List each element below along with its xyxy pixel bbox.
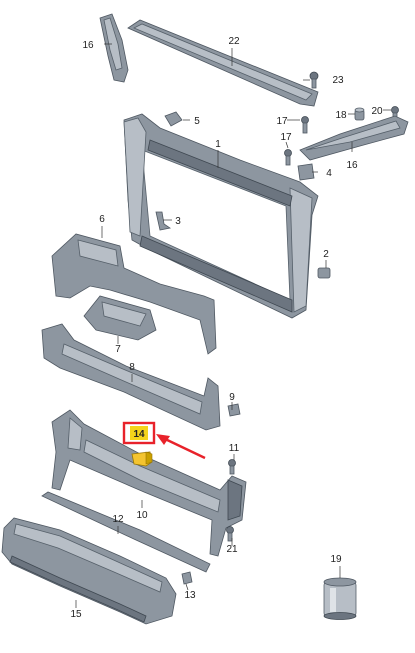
- callout-15: 15: [70, 609, 82, 620]
- highlight-label-chip: [130, 426, 148, 440]
- part-17-bolt-upper: [301, 116, 309, 134]
- callout-16-left: 16: [82, 40, 94, 51]
- part-4-bracket: [297, 163, 315, 181]
- callout-labels: 16 22 23 5 17 18 20 1 17 16 4 3 6 2 7 8 …: [70, 36, 383, 620]
- callout-18: 18: [335, 110, 347, 121]
- part-22-top-cross-member: [127, 19, 319, 107]
- highlight-part-14: 14: [122, 421, 206, 460]
- part-14-bracket: [131, 451, 153, 467]
- callout-23: 23: [332, 75, 344, 86]
- part-16-left-bracket: [99, 13, 129, 83]
- part-12-strip: [41, 491, 211, 573]
- callout-10: 10: [136, 510, 148, 521]
- highlight-arrowhead: [156, 434, 170, 445]
- part-19-can: [323, 577, 357, 620]
- part-15-absorber: [1, 517, 177, 625]
- part-18-bushing: [354, 107, 365, 121]
- callout-17-upper: 17: [276, 116, 288, 127]
- callout-14: 14: [133, 429, 145, 440]
- part-3-clip: [155, 211, 172, 231]
- callout-3: 3: [175, 216, 181, 227]
- part-10-lower-beam: [51, 409, 247, 557]
- callout-17-lower: 17: [280, 132, 292, 143]
- part-2-bumper: [317, 267, 331, 279]
- callout-4: 4: [326, 168, 332, 179]
- callout-9: 9: [229, 392, 235, 403]
- part-13-clip: [181, 571, 193, 585]
- part-6-air-guide: [51, 233, 217, 355]
- leader-lines: [75, 43, 391, 608]
- callout-13: 13: [184, 590, 196, 601]
- callout-16-right: 16: [346, 160, 358, 171]
- callout-12: 12: [112, 514, 124, 525]
- part-7-air-guide: [83, 295, 157, 341]
- callout-21: 21: [226, 544, 238, 555]
- part-16-right-bracket: [299, 115, 409, 161]
- highlight-arrow: [162, 436, 206, 460]
- part-23-bolt: [309, 71, 319, 89]
- part-9-clip: [227, 403, 241, 417]
- callout-22: 22: [228, 36, 240, 47]
- callout-6: 6: [99, 214, 105, 225]
- callout-5: 5: [194, 116, 200, 127]
- callout-1: 1: [215, 139, 221, 150]
- callout-19: 19: [330, 554, 342, 565]
- part-17-bolt-lower: [284, 149, 292, 166]
- callout-11: 11: [229, 443, 240, 454]
- part-1-radiator-frame: [123, 113, 319, 319]
- callout-7: 7: [115, 344, 121, 355]
- part-5-clip: [164, 111, 183, 127]
- callout-20: 20: [371, 106, 383, 117]
- callout-8: 8: [129, 362, 135, 373]
- highlight-box: [122, 421, 156, 445]
- part-11-bolt: [228, 459, 236, 475]
- callout-2: 2: [323, 249, 329, 260]
- part-21-bolt: [226, 526, 234, 542]
